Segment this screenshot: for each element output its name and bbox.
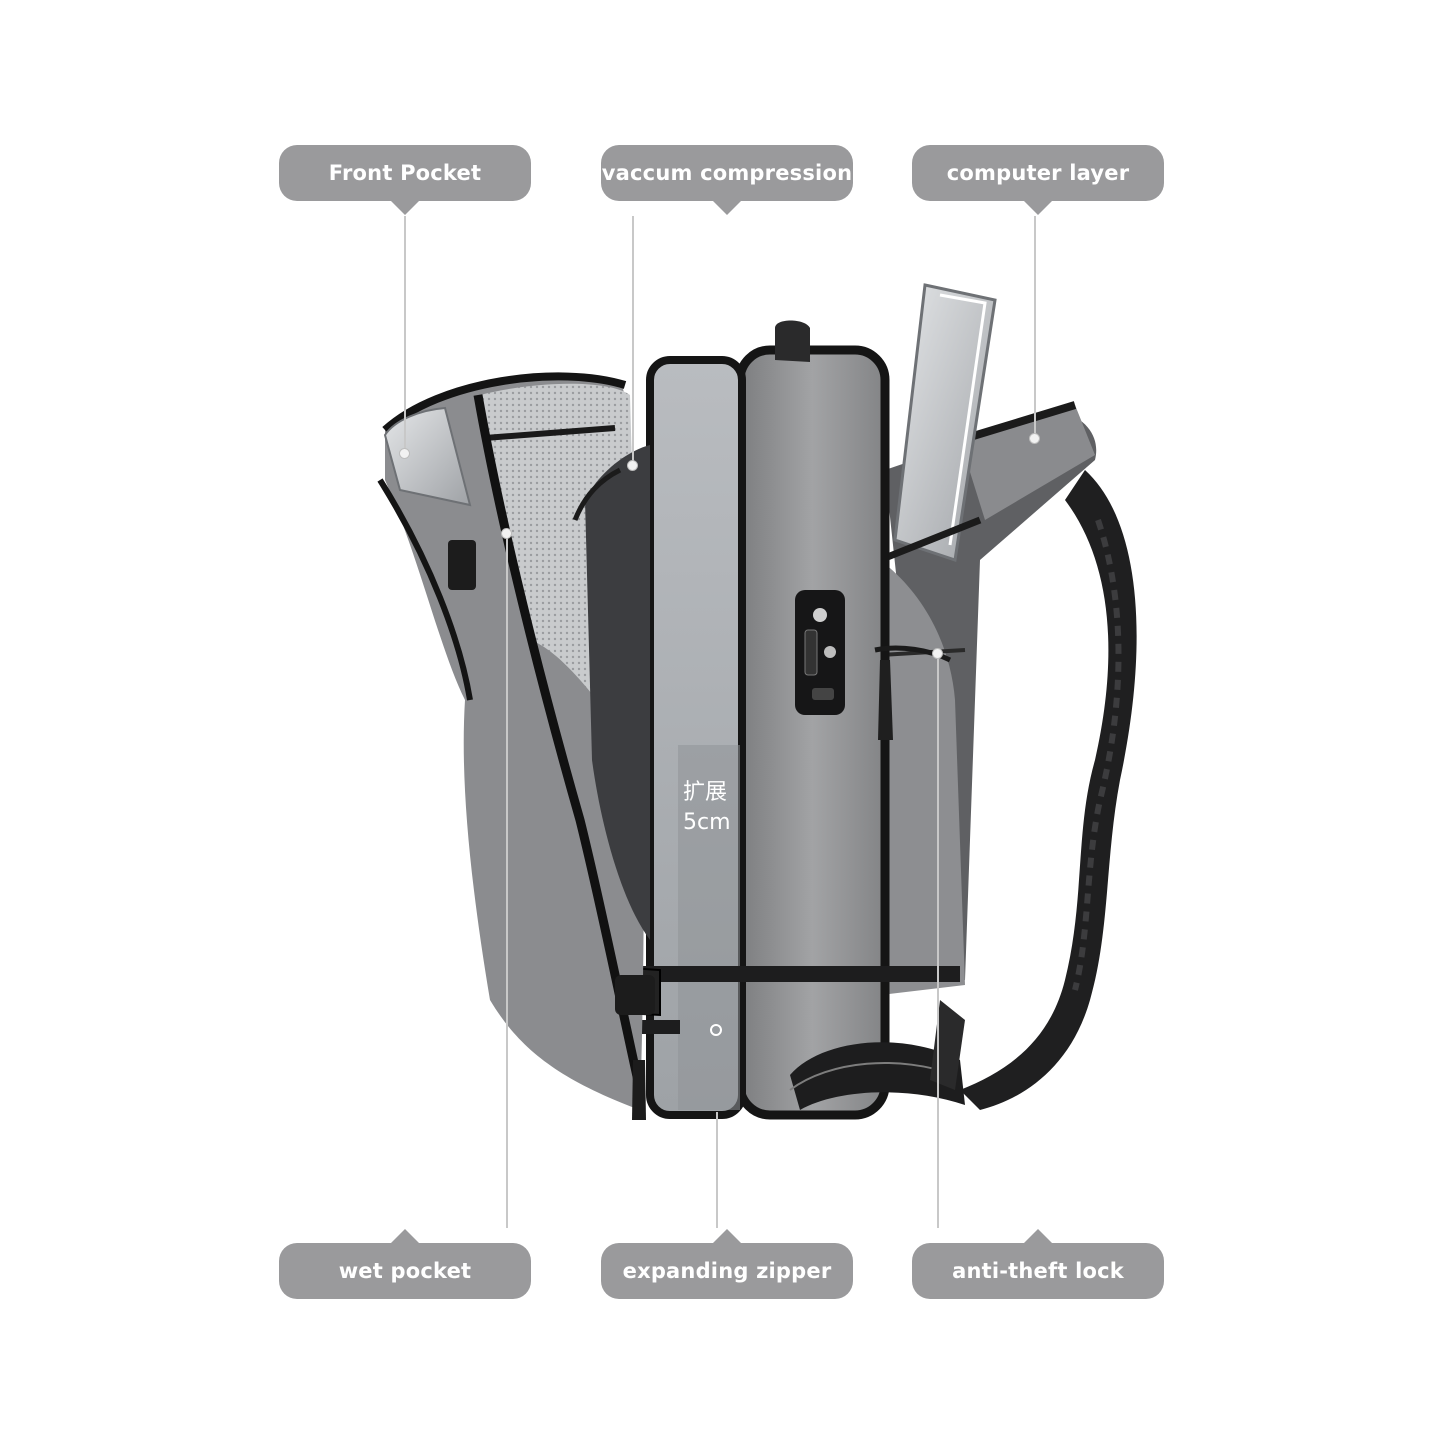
callout-expanding-zipper: expanding zipper bbox=[601, 1229, 853, 1299]
marker-anti-theft-lock bbox=[932, 648, 943, 659]
callout-vaccum-compression: vaccum compression bbox=[601, 145, 853, 215]
callout-front-pocket: Front Pocket bbox=[279, 145, 531, 215]
expansion-print: 扩展 5cm bbox=[683, 778, 743, 838]
callout-anti-theft-lock: anti-theft lock bbox=[912, 1229, 1164, 1299]
callout-computer-layer: computer layer bbox=[912, 145, 1164, 215]
callout-vaccum-compression-label: vaccum compression bbox=[601, 161, 853, 185]
marker-front-pocket bbox=[399, 448, 410, 459]
expansion-print-line1: 扩展 bbox=[683, 780, 728, 805]
callout-front-pocket-label: Front Pocket bbox=[328, 161, 482, 185]
laptop bbox=[893, 283, 997, 562]
main-compartment bbox=[740, 350, 885, 1115]
leader-computer-layer bbox=[1034, 216, 1036, 438]
combination-lock bbox=[795, 590, 845, 715]
shoulder-strap bbox=[960, 470, 1137, 1110]
leader-wet-pocket bbox=[506, 533, 508, 1228]
callout-computer-layer-label: computer layer bbox=[946, 161, 1130, 185]
leader-expanding-zipper bbox=[716, 1112, 718, 1228]
callout-wet-pocket: wet pocket bbox=[279, 1229, 531, 1299]
marker-computer-layer bbox=[1029, 433, 1040, 444]
callout-expanding-zipper-label: expanding zipper bbox=[622, 1259, 832, 1283]
marker-vaccum-compression bbox=[627, 460, 638, 471]
leader-front-pocket bbox=[404, 216, 406, 452]
marker-wet-pocket bbox=[501, 528, 512, 539]
callout-wet-pocket-label: wet pocket bbox=[338, 1259, 472, 1283]
leader-vaccum-compression bbox=[632, 216, 634, 461]
top-handle bbox=[775, 320, 810, 362]
callout-anti-theft-lock-label: anti-theft lock bbox=[952, 1259, 1124, 1283]
compression-bag bbox=[585, 445, 650, 940]
expansion-print-line2: 5cm bbox=[683, 810, 731, 835]
leader-anti-theft-lock bbox=[937, 652, 939, 1228]
